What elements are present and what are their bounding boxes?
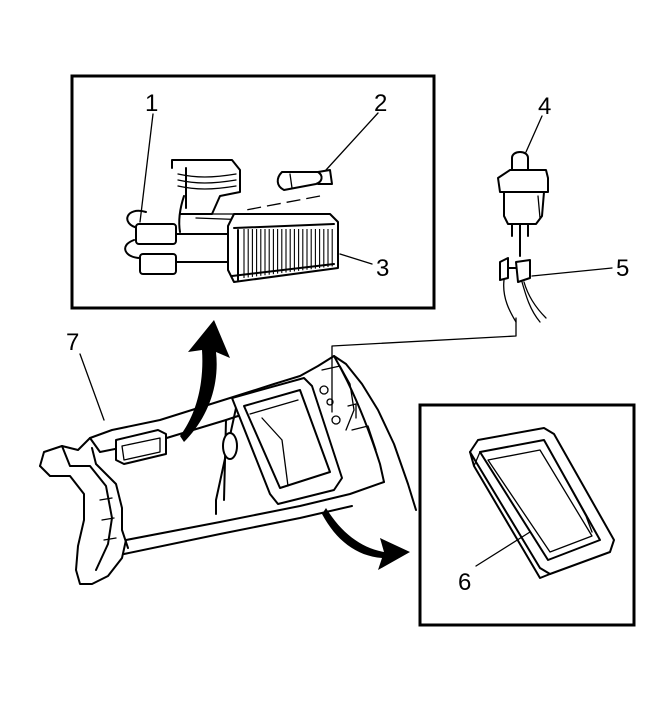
callout-4: 4 [538, 93, 551, 120]
leader-4 [525, 115, 543, 153]
callout-6: 6 [458, 569, 471, 596]
callout-7: 7 [66, 329, 79, 356]
callout-2: 2 [374, 90, 387, 117]
door-switch [497, 151, 549, 241]
switch-connector [499, 239, 547, 323]
callout-1: 1 [145, 90, 158, 117]
arrow-up-icon [180, 320, 230, 442]
lamp-bulb [245, 169, 333, 211]
lens-ribs [243, 229, 333, 278]
storage-tray [469, 427, 615, 579]
callout-3: 3 [376, 255, 389, 282]
leader-6 [475, 531, 531, 567]
lamp-wiring-harness [124, 195, 261, 275]
leader-2 [325, 112, 379, 171]
lamp-detail-inset: 1 2 3 [70, 74, 436, 310]
leader-3 [339, 253, 373, 265]
leader-7 [79, 353, 105, 421]
leader-5 [531, 267, 613, 277]
switch-to-console-line [331, 317, 517, 413]
arrow-down-icon [322, 508, 410, 570]
lamp-lens [227, 213, 339, 283]
center-console [39, 355, 417, 585]
lamp-bracket [171, 159, 241, 215]
callout-5: 5 [616, 255, 629, 282]
leader-1 [139, 113, 154, 223]
tray-detail-inset: 6 [418, 403, 636, 627]
